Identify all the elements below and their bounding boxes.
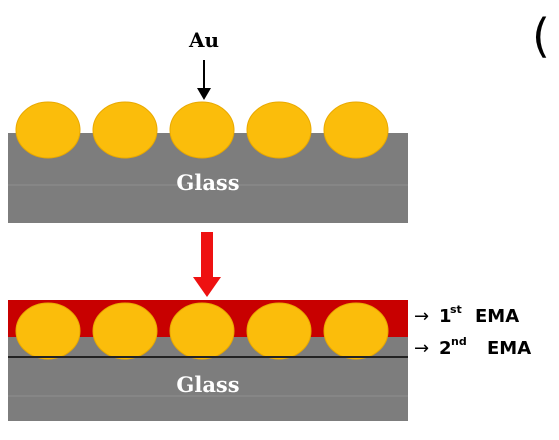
ema-2-arrow: →	[414, 338, 429, 359]
ema-2-suffix: nd	[451, 335, 467, 348]
ema-1-suffix: st	[450, 303, 462, 316]
ema-2-label: → 2 nd EMA	[414, 335, 531, 359]
au-particles-top	[15, 101, 389, 159]
ema-1-ordinal: 1	[439, 306, 452, 327]
glass-label-bottom: Glass	[176, 372, 239, 397]
au-particle-top-3	[169, 101, 235, 159]
process-arrow	[193, 232, 221, 297]
deposition-arrow	[197, 60, 211, 100]
au-particle-bottom-3	[169, 302, 235, 360]
au-particles-bottom	[15, 302, 389, 360]
au-particle-top-4	[246, 101, 312, 159]
au-particle-bottom-2	[92, 302, 158, 360]
ema-1-arrow: →	[414, 306, 429, 327]
au-particle-bottom-5	[323, 302, 389, 360]
panel-label: (	[532, 9, 550, 63]
ema-2-ordinal: 2	[439, 338, 452, 359]
au-particle-bottom-4	[246, 302, 312, 360]
au-particle-top-5	[323, 101, 389, 159]
glass-label-top: Glass	[176, 170, 239, 195]
ema-1-label: → 1 st EMA	[414, 303, 519, 327]
ema-1-name: EMA	[475, 306, 519, 327]
ema-2-name: EMA	[487, 338, 531, 359]
au-particle-top-2	[92, 101, 158, 159]
au-label: Au	[188, 28, 219, 52]
au-particle-bottom-1	[15, 302, 81, 360]
bottom-diagram: Glass → 1 st EMA → 2 nd EMA	[8, 300, 531, 421]
au-particle-top-1	[15, 101, 81, 159]
top-diagram: Au Glass	[8, 28, 408, 223]
